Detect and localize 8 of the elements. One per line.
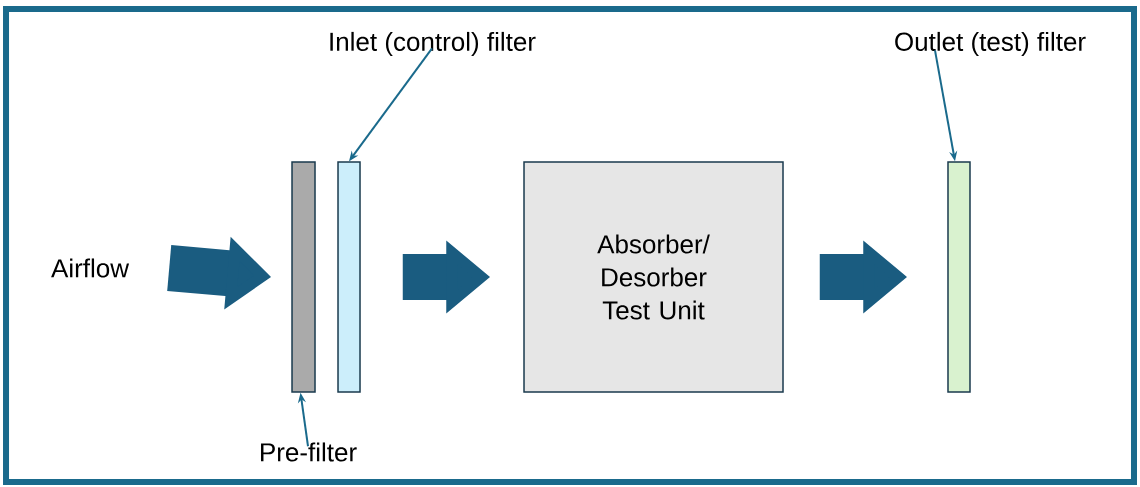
text-label: Pre-filter [261, 442, 357, 462]
text-label: Inlet (control) filter [330, 31, 536, 57]
text-label: Outlet (test) filter [895, 31, 1086, 57]
filter-bar [291, 161, 316, 393]
text-label: Airflow [51, 258, 130, 278]
filter-bar [337, 161, 361, 393]
filter-bar [947, 161, 971, 393]
process-box: Absorber/ Desorber Test Unit [523, 161, 784, 393]
